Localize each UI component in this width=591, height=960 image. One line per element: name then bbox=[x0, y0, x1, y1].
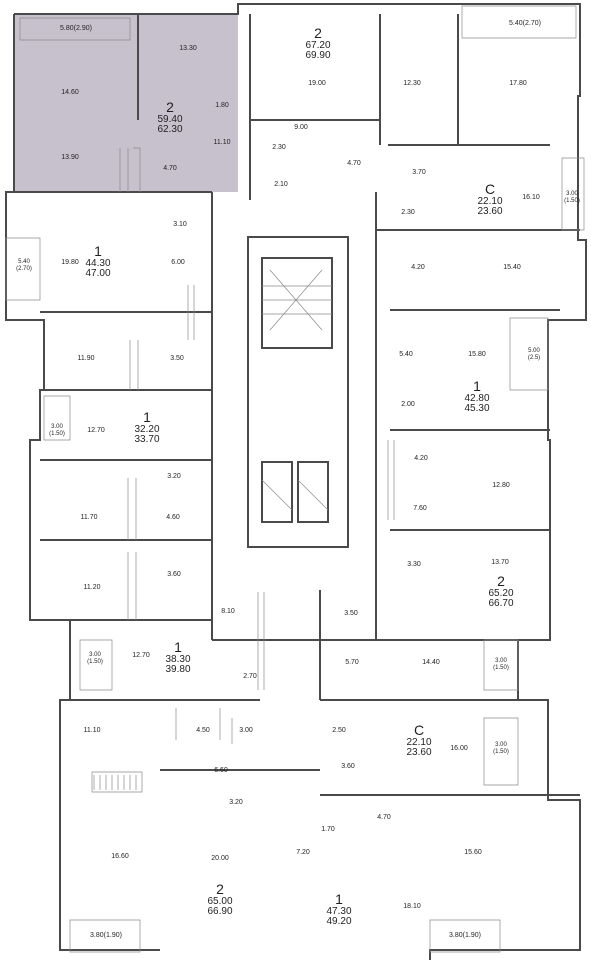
room-area-label: 4.50 bbox=[196, 727, 210, 734]
room-area-label: 9.00 bbox=[294, 124, 308, 131]
room-area-label: 16.10 bbox=[522, 194, 540, 201]
room-area-label: 4.70 bbox=[163, 165, 177, 172]
room-area-label: 6.60 bbox=[214, 767, 228, 774]
room-area-label: 5.80(2.90) bbox=[60, 25, 92, 32]
room-area-label: 5.40(2.70) bbox=[509, 20, 541, 27]
room-area-label: 4.70 bbox=[377, 814, 391, 821]
room-area-label: 4.20 bbox=[414, 455, 428, 462]
room-area-label: 16.00 bbox=[450, 745, 468, 752]
balcony-area-label: 3.00 (1.50) bbox=[493, 658, 509, 671]
apartment-label: 1 47.30 49.20 bbox=[326, 891, 352, 928]
room-area-label: 5.40 bbox=[399, 351, 413, 358]
room-area-label: 11.20 bbox=[83, 584, 101, 591]
room-area-label: 14.60 bbox=[61, 89, 79, 96]
room-area-label: 4.60 bbox=[166, 514, 180, 521]
room-area-label: 3.00 bbox=[239, 727, 253, 734]
room-area-label: 14.40 bbox=[422, 659, 440, 666]
room-area-label: 15.60 bbox=[464, 849, 482, 856]
balcony-area-label: 3.80(1.90) bbox=[449, 932, 481, 939]
apartment-label: 1 38.30 39.80 bbox=[165, 639, 191, 676]
apartment-label: 1 44.30 47.00 bbox=[85, 243, 111, 280]
room-area-label: 3.50 bbox=[170, 355, 184, 362]
room-area-label: 3.20 bbox=[167, 473, 181, 480]
room-area-label: 19.80 bbox=[61, 259, 79, 266]
room-area-label: 2.00 bbox=[401, 401, 415, 408]
room-area-label: 11.10 bbox=[213, 139, 231, 146]
balcony-area-label: 5.40 (2.70) bbox=[16, 259, 32, 272]
room-area-label: 3.70 bbox=[412, 169, 426, 176]
balcony-area-label: 5.00 (2.5) bbox=[527, 348, 541, 361]
room-area-label: 11.90 bbox=[77, 355, 95, 362]
apartment-label: C 22.10 23.60 bbox=[477, 181, 503, 218]
room-area-label: 2.30 bbox=[272, 144, 286, 151]
balcony-area-label: 3.00 (1.50) bbox=[493, 742, 509, 755]
room-area-label: 13.90 bbox=[61, 154, 79, 161]
room-area-label: 1.70 bbox=[321, 826, 335, 833]
room-area-label: 3.60 bbox=[167, 571, 181, 578]
room-area-label: 12.80 bbox=[492, 482, 510, 489]
room-area-label: 20.00 bbox=[211, 855, 229, 862]
highlighted-apartment-area bbox=[14, 14, 238, 192]
room-area-label: 1.80 bbox=[215, 102, 229, 109]
room-area-label: 15.80 bbox=[468, 351, 486, 358]
balcony-area-label: 3.00 (1.50) bbox=[87, 652, 103, 665]
room-area-label: 8.10 bbox=[221, 608, 235, 615]
room-area-label: 4.20 bbox=[411, 264, 425, 271]
room-area-label: 3.30 bbox=[407, 561, 421, 568]
room-area-label: 2.30 bbox=[401, 209, 415, 216]
room-area-label: 5.70 bbox=[345, 659, 359, 666]
room-area-label: 7.20 bbox=[296, 849, 310, 856]
room-area-label: 17.80 bbox=[509, 80, 527, 87]
room-area-label: 4.70 bbox=[347, 160, 361, 167]
room-area-label: 2.50 bbox=[332, 727, 346, 734]
room-area-label: 2.10 bbox=[274, 181, 288, 188]
room-area-label: 13.70 bbox=[491, 559, 509, 566]
room-area-label: 7.60 bbox=[413, 505, 427, 512]
room-area-label: 18.10 bbox=[403, 903, 421, 910]
apartment-label: 1 42.80 45.30 bbox=[464, 378, 490, 415]
room-area-label: 16.60 bbox=[111, 853, 129, 860]
room-area-label: 3.20 bbox=[229, 799, 243, 806]
apartment-label: 1 32.20 33.70 bbox=[134, 409, 160, 446]
apartment-label: 2 67.20 69.90 bbox=[305, 25, 331, 62]
room-area-label: 15.40 bbox=[503, 264, 521, 271]
apartment-label: 2 59.40 62.30 bbox=[157, 99, 183, 136]
apartment-label: 2 65.00 66.90 bbox=[207, 881, 233, 918]
apartment-label: 2 65.20 66.70 bbox=[488, 573, 514, 610]
room-area-label: 19.00 bbox=[308, 80, 326, 87]
room-area-label: 3.50 bbox=[344, 610, 358, 617]
room-area-label: 2.70 bbox=[243, 673, 257, 680]
balcony-area-label: 3.00 (1.50) bbox=[49, 424, 65, 437]
balcony-area-label: 3.00 (1.50) bbox=[564, 191, 580, 204]
room-area-label: 11.70 bbox=[80, 514, 98, 521]
room-area-label: 3.60 bbox=[341, 763, 355, 770]
balcony-area-label: 3.80(1.90) bbox=[90, 932, 122, 939]
room-area-label: 12.30 bbox=[403, 80, 421, 87]
room-area-label: 13.30 bbox=[179, 45, 197, 52]
room-area-label: 6.00 bbox=[171, 259, 185, 266]
apartment-label: C 22.10 23.60 bbox=[406, 722, 432, 759]
room-area-label: 11.10 bbox=[83, 727, 101, 734]
room-area-label: 3.10 bbox=[173, 221, 187, 228]
room-area-label: 12.70 bbox=[87, 427, 105, 434]
room-area-label: 12.70 bbox=[132, 652, 150, 659]
